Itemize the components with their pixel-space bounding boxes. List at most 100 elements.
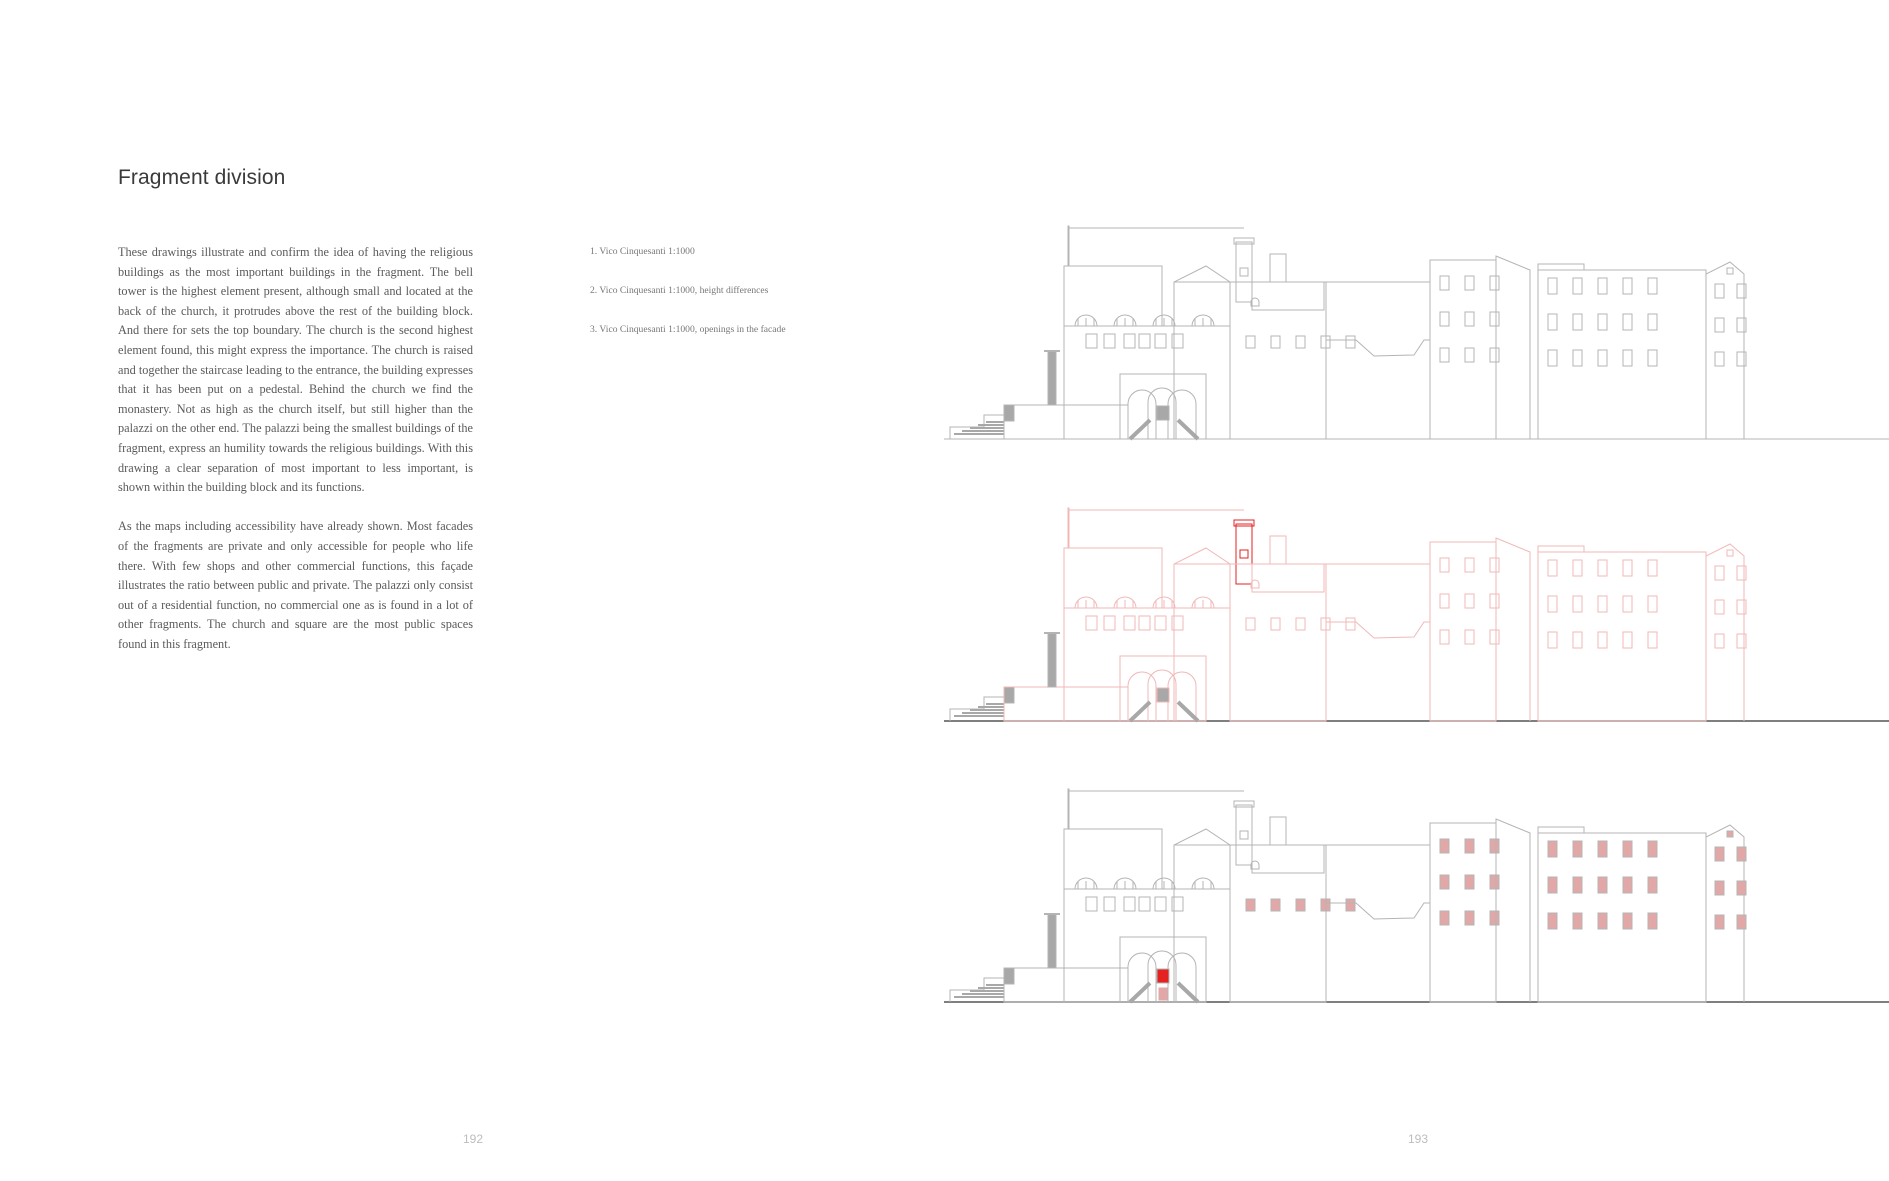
palazzo-window — [1547, 876, 1558, 894]
church-window — [1085, 333, 1098, 349]
paragraph: These drawings illustrate and confirm th… — [118, 245, 473, 495]
column — [1047, 632, 1057, 688]
palazzo-window — [1736, 565, 1747, 581]
dome — [1191, 314, 1215, 327]
palazzo-window — [1439, 910, 1450, 926]
monastery-window — [1295, 898, 1306, 912]
church-window — [1138, 615, 1151, 631]
monastery-window — [1295, 335, 1306, 349]
monastery-window — [1245, 898, 1256, 912]
palazzo-window — [1547, 912, 1558, 930]
palazzo-window — [1714, 633, 1725, 649]
palazzo-window — [1464, 593, 1475, 609]
monastery-window — [1345, 617, 1356, 631]
palazzo-window — [1572, 876, 1583, 894]
palazzo-window — [1572, 840, 1583, 858]
palazzo-window — [1714, 880, 1725, 896]
palazzo-window — [1597, 876, 1608, 894]
palazzo-window — [1439, 874, 1450, 890]
palazzo-window — [1597, 595, 1608, 613]
church-window — [1103, 615, 1116, 631]
portal-arch-right — [1167, 952, 1197, 1002]
church-door — [1156, 687, 1170, 703]
chimney — [1269, 816, 1287, 846]
bell-tower-top — [1233, 800, 1255, 808]
palazzo-window — [1439, 311, 1450, 327]
palazzo-window — [1572, 313, 1583, 331]
church-upper — [1063, 828, 1163, 890]
palazzo-window — [1622, 559, 1633, 577]
palazzo-window — [1439, 593, 1450, 609]
dome — [1113, 314, 1137, 327]
portal-stair-left — [1128, 981, 1152, 1004]
palazzo-window — [1647, 349, 1658, 367]
church-window — [1171, 896, 1184, 912]
palazzo-window — [1489, 347, 1500, 363]
church-window — [1123, 896, 1136, 912]
bell-tower — [1235, 241, 1253, 303]
palazzo-3 — [1537, 832, 1707, 1003]
monastery-window — [1245, 335, 1256, 349]
church-window — [1138, 333, 1151, 349]
palazzo-window — [1622, 313, 1633, 331]
bell-tower-top — [1233, 237, 1255, 245]
palazzo-window — [1439, 347, 1450, 363]
bell-tower — [1235, 523, 1253, 585]
palazzo-window — [1714, 317, 1725, 333]
palazzo-window — [1547, 840, 1558, 858]
palazzo-window — [1647, 876, 1658, 894]
portal-stair-right — [1176, 700, 1200, 723]
palazzo-window — [1714, 283, 1725, 299]
dome — [1074, 596, 1098, 609]
palazzo-3 — [1537, 551, 1707, 722]
palazzo-window — [1572, 631, 1583, 649]
portal-stair-right — [1176, 418, 1200, 441]
portal-frame — [1119, 373, 1207, 440]
portal-arch-right — [1167, 671, 1197, 721]
portal-arch-left — [1127, 671, 1157, 721]
palazzo-window — [1647, 313, 1658, 331]
column — [1047, 913, 1057, 969]
bell-tower-top — [1233, 519, 1255, 527]
stair-post — [1003, 967, 1015, 985]
palazzo-window — [1439, 838, 1450, 854]
palazzo-window — [1489, 557, 1500, 573]
chimney — [1269, 535, 1287, 565]
chimney — [1269, 253, 1287, 283]
church-door — [1156, 405, 1170, 421]
palazzo-window — [1547, 349, 1558, 367]
elevation-drawing-2 — [944, 502, 1889, 727]
portal-stair-left — [1128, 700, 1152, 723]
palazzo-window — [1736, 351, 1747, 367]
elevation-svg-2 — [944, 507, 1889, 723]
palazzo-window — [1489, 838, 1500, 854]
monastery-gable — [1173, 265, 1231, 439]
palazzo-4 — [1705, 543, 1745, 721]
church-door-lower — [1158, 987, 1168, 1001]
oculus — [1250, 860, 1260, 870]
bell-tower — [1235, 804, 1253, 866]
palazzo-window — [1714, 565, 1725, 581]
palazzo-window — [1464, 347, 1475, 363]
palazzo-window — [1714, 846, 1725, 862]
portal-arch-left — [1127, 389, 1157, 439]
church-window — [1154, 896, 1167, 912]
palazzo-window — [1622, 595, 1633, 613]
palazzo-window — [1622, 840, 1633, 858]
column — [1047, 350, 1057, 406]
palazzo-window — [1597, 277, 1608, 295]
portal-arch-center — [1147, 669, 1177, 721]
portal-arch-left — [1127, 952, 1157, 1002]
palazzo-window — [1714, 351, 1725, 367]
palazzo-window — [1464, 874, 1475, 890]
page-title: Fragment division — [118, 166, 286, 189]
body-text: These drawings illustrate and confirm th… — [118, 243, 473, 674]
monastery-mid — [1229, 281, 1327, 440]
dome — [1074, 314, 1098, 327]
monastery-window — [1270, 617, 1281, 631]
elevation-drawing-1 — [944, 220, 1889, 445]
caption-2: 2. Vico Cinquesanti 1:1000, height diffe… — [590, 285, 769, 296]
caption-1: 1. Vico Cinquesanti 1:1000 — [590, 246, 695, 257]
church-window — [1123, 615, 1136, 631]
monastery-window — [1270, 335, 1281, 349]
